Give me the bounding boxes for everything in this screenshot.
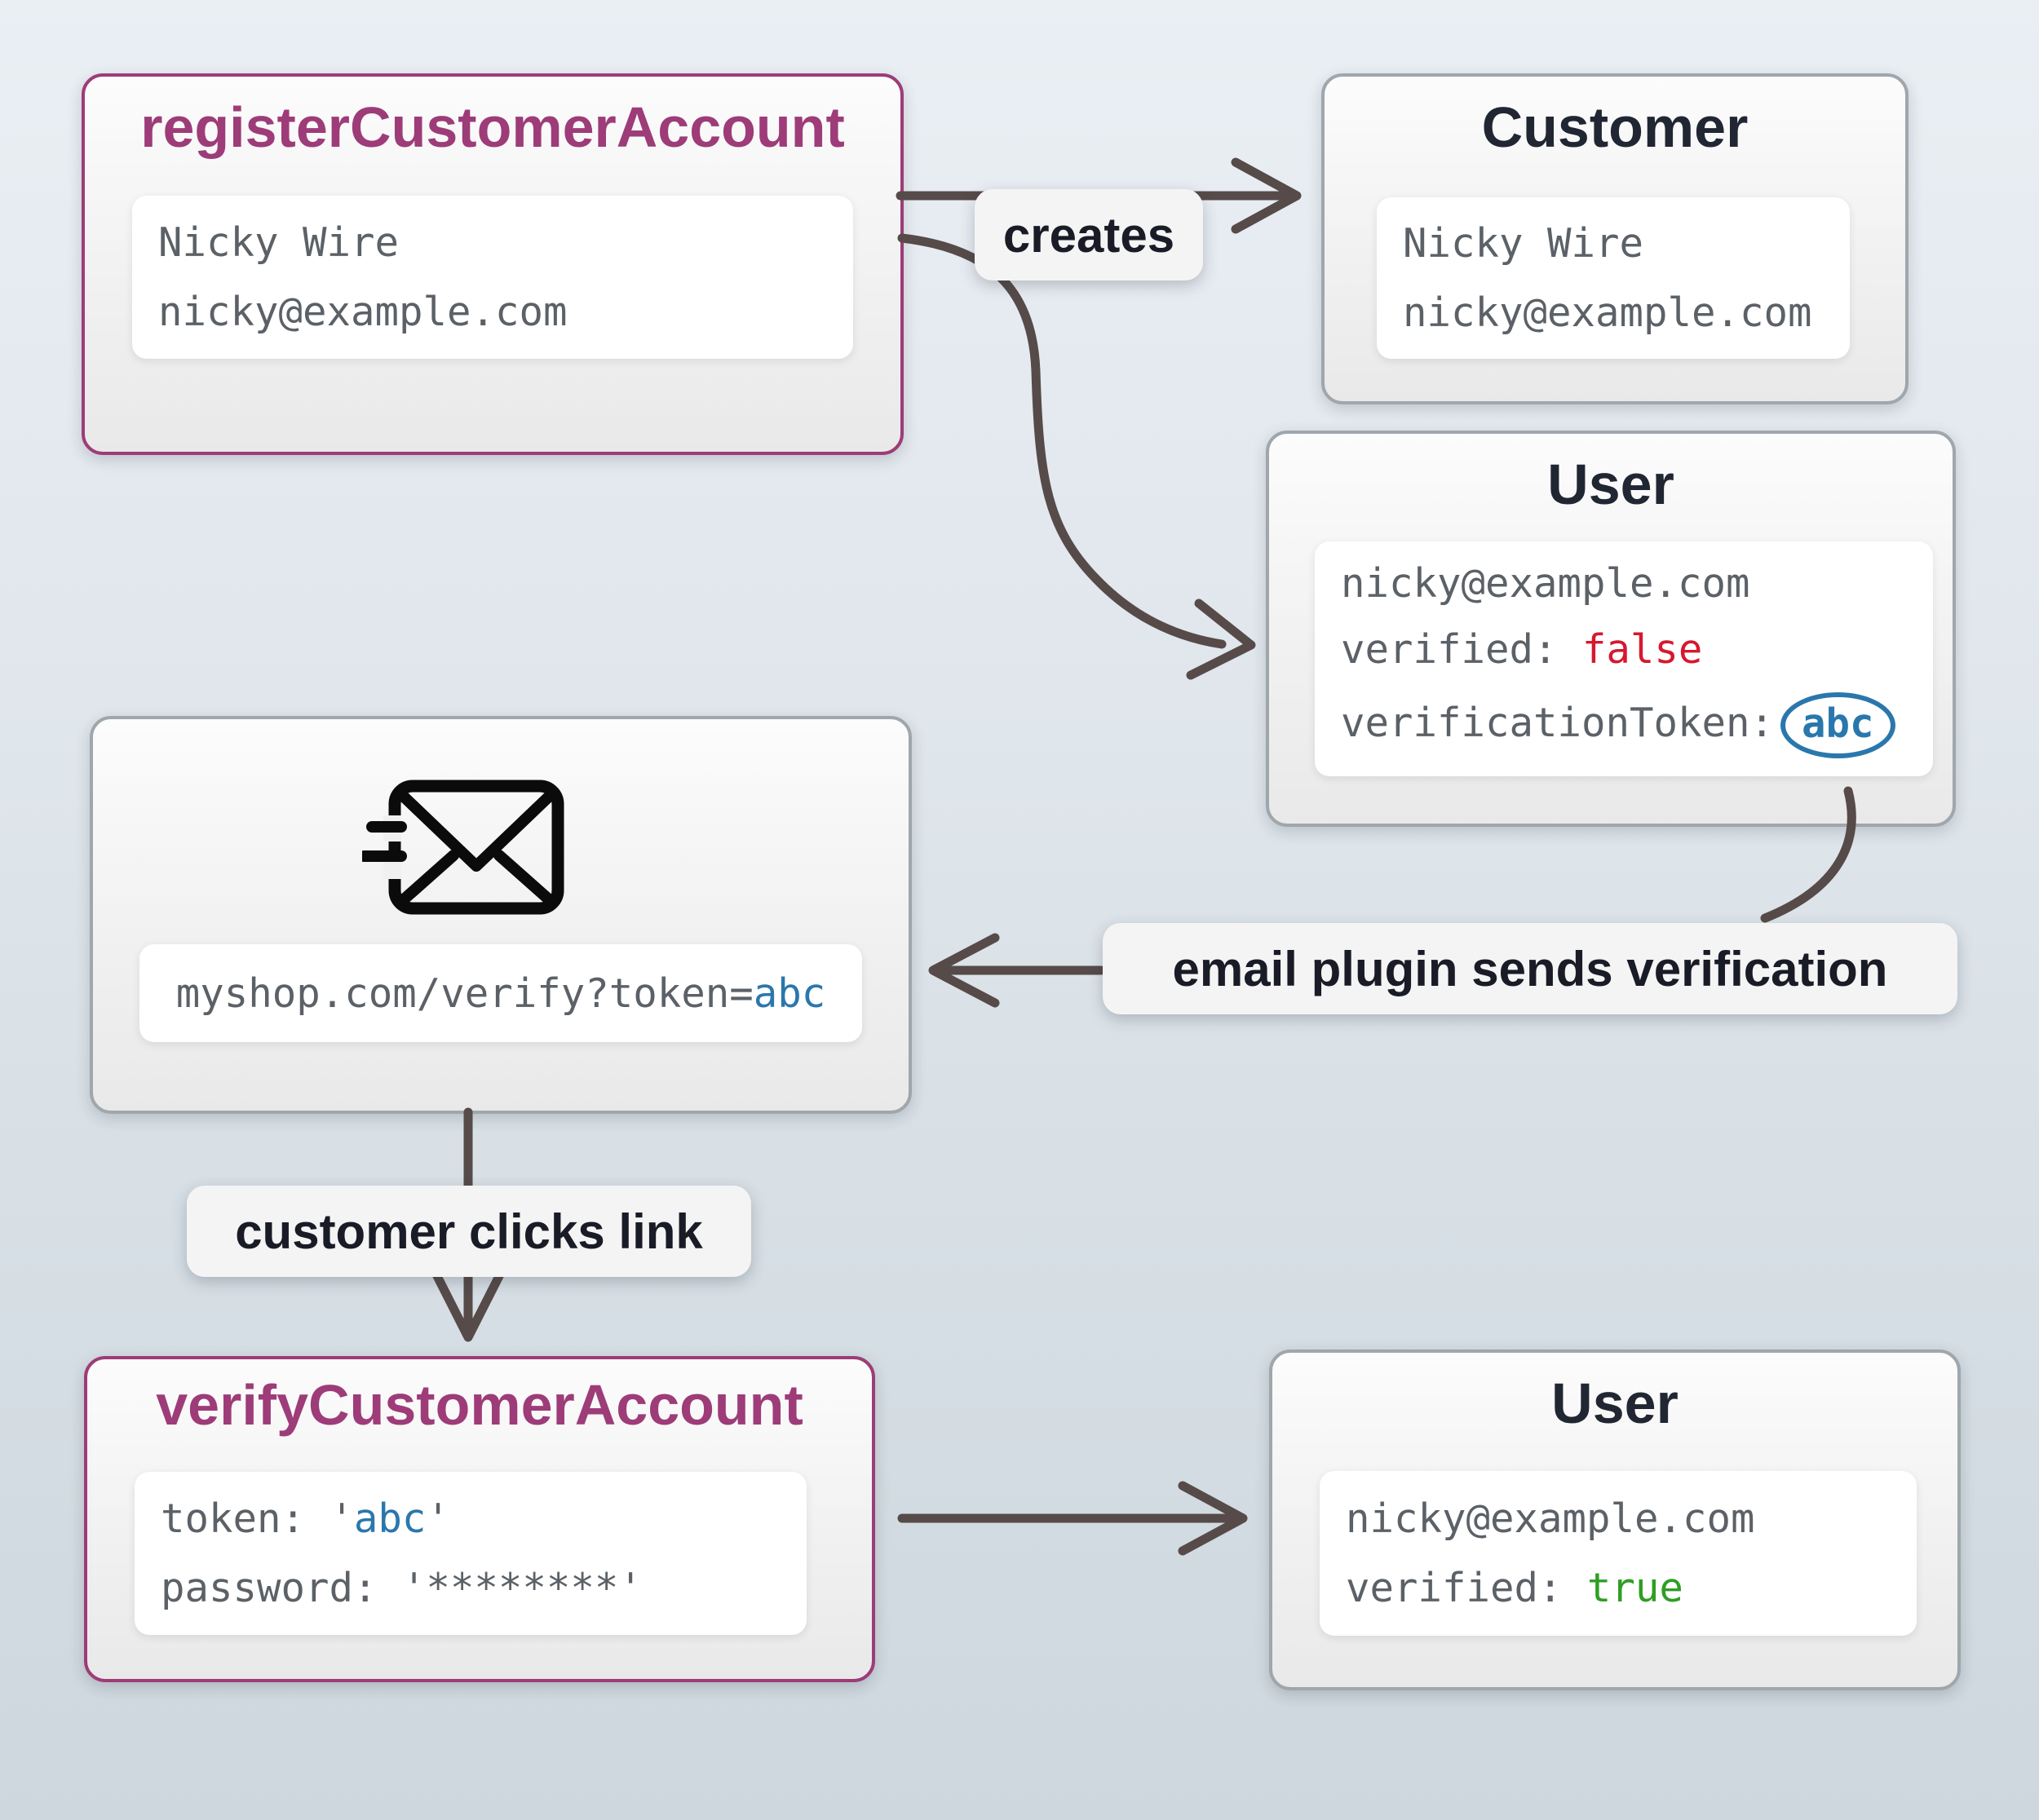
user-unverified-box: User nicky@example.com verified: false ve… — [1266, 431, 1956, 827]
user-verified-title: User — [1551, 1372, 1679, 1435]
user-unverified-token-line: verificationToken:abc — [1315, 691, 1933, 758]
customer-box: Customer Nicky Wire nicky@example.com — [1321, 73, 1909, 404]
customer-email: nicky@example.com — [1403, 289, 1812, 336]
verify-box-title: verifyCustomerAccount — [156, 1373, 803, 1437]
password-key: password: — [161, 1565, 378, 1611]
verification-url-prefix: myshop.com/verify?token= — [175, 970, 754, 1017]
verified-key-2: verified: — [1346, 1565, 1563, 1611]
user-unverified-verified-line: verified: false — [1315, 626, 1933, 673]
register-email: nicky@example.com — [158, 289, 568, 335]
arrowhead-plugin-to-email — [928, 933, 1000, 1008]
register-name: Nicky Wire — [158, 219, 400, 266]
user-unverified-email: nicky@example.com — [1341, 559, 1750, 607]
token-value: abc — [353, 1495, 427, 1542]
customer-clicks-edge-label: customer clicks link — [187, 1186, 751, 1277]
token-close-quote: ' — [426, 1495, 450, 1542]
user-unverified-card: nicky@example.com verified: false verific… — [1315, 541, 1933, 776]
user-verified-verified-line: verified: true — [1320, 1565, 1917, 1611]
verify-token-line: token: 'abc' — [135, 1495, 807, 1542]
envelope-fold-left — [397, 850, 459, 906]
verified-key: verified: — [1341, 625, 1558, 673]
register-box-title: registerCustomerAccount — [140, 95, 845, 159]
email-plugin-edge-label: email plugin sends verification — [1103, 923, 1957, 1014]
arrowhead-email-to-verify — [431, 1270, 505, 1342]
user-unverified-title: User — [1547, 453, 1674, 516]
token-open-quote: ' — [330, 1495, 354, 1542]
creates-edge-label: creates — [975, 189, 1203, 281]
arrowhead-register-to-customer — [1231, 157, 1302, 234]
verification-url-card: myshop.com/verify?token=abc — [139, 944, 862, 1042]
email-message-box: myshop.com/verify?token=abc — [90, 716, 912, 1114]
customer-name: Nicky Wire — [1403, 220, 1644, 267]
verify-input-card: token: 'abc' password: '********' — [135, 1472, 807, 1635]
verification-token-value-circled: abc — [1780, 691, 1895, 758]
verification-token-key: verificationToken: — [1341, 699, 1775, 746]
user-verified-email: nicky@example.com — [1346, 1495, 1755, 1542]
verified-value-true: true — [1586, 1565, 1683, 1611]
user-verified-box: User nicky@example.com verified: true — [1269, 1350, 1961, 1690]
verify-customer-account-box: verifyCustomerAccount token: 'abc' passwo… — [84, 1356, 875, 1682]
arrowhead-verify-to-user — [1178, 1481, 1248, 1556]
envelope-flap — [396, 789, 557, 872]
arrow-register-to-user — [897, 233, 1227, 649]
verification-url-token: abc — [753, 970, 826, 1017]
envelope-fold-right — [493, 850, 555, 906]
customer-record-card: Nicky Wire nicky@example.com — [1377, 197, 1850, 359]
verification-url: myshop.com/verify?token=abc — [139, 970, 862, 1017]
email-send-icon — [358, 775, 574, 921]
verify-password-line: password: '********' — [135, 1565, 807, 1611]
user-verified-card: nicky@example.com verified: true — [1320, 1471, 1917, 1636]
register-customer-account-box: registerCustomerAccount Nicky Wire nicky… — [82, 73, 904, 455]
customer-box-title: Customer — [1481, 95, 1749, 159]
token-key: token: — [161, 1495, 306, 1542]
arrowhead-register-to-user — [1186, 599, 1256, 680]
password-value: '********' — [401, 1565, 643, 1611]
verified-value-false: false — [1581, 625, 1703, 673]
register-input-card: Nicky Wire nicky@example.com — [132, 196, 853, 359]
